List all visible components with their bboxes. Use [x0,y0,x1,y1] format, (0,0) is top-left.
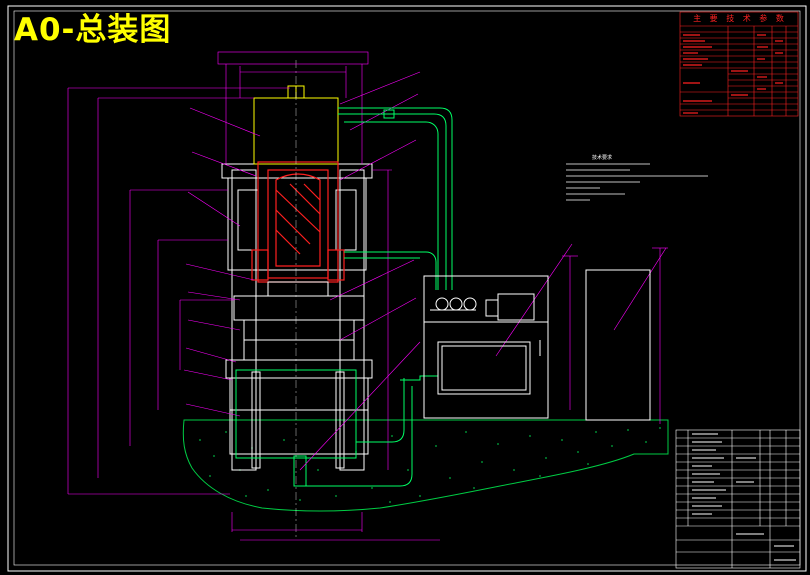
parts-list-table [675,429,801,569]
tech-table-title: 主 要 技 术 参 数 [693,14,787,23]
parts-list-marks [692,433,796,561]
drawing-inner-frame [13,10,801,566]
ground-hatching [199,427,661,503]
hydraulic-power-unit [423,275,549,419]
dimension-lines [67,51,440,541]
tech-table-marks [683,34,783,114]
upper-crossbeam [221,163,373,271]
lower-crossbeam [225,359,373,455]
drawing-border [7,5,807,572]
cylinder-section [251,161,345,283]
drawing-title: A0-总装图 [14,12,172,48]
ground-foundation [182,419,669,512]
right-dimensions [562,247,668,424]
technical-notes [566,163,708,201]
hydraulic-piping [300,107,453,487]
electric-cabinet [585,269,651,421]
piston-and-slide [233,281,365,361]
tech-parameter-table [679,11,799,117]
notes-title: 技术要求 [592,155,613,161]
